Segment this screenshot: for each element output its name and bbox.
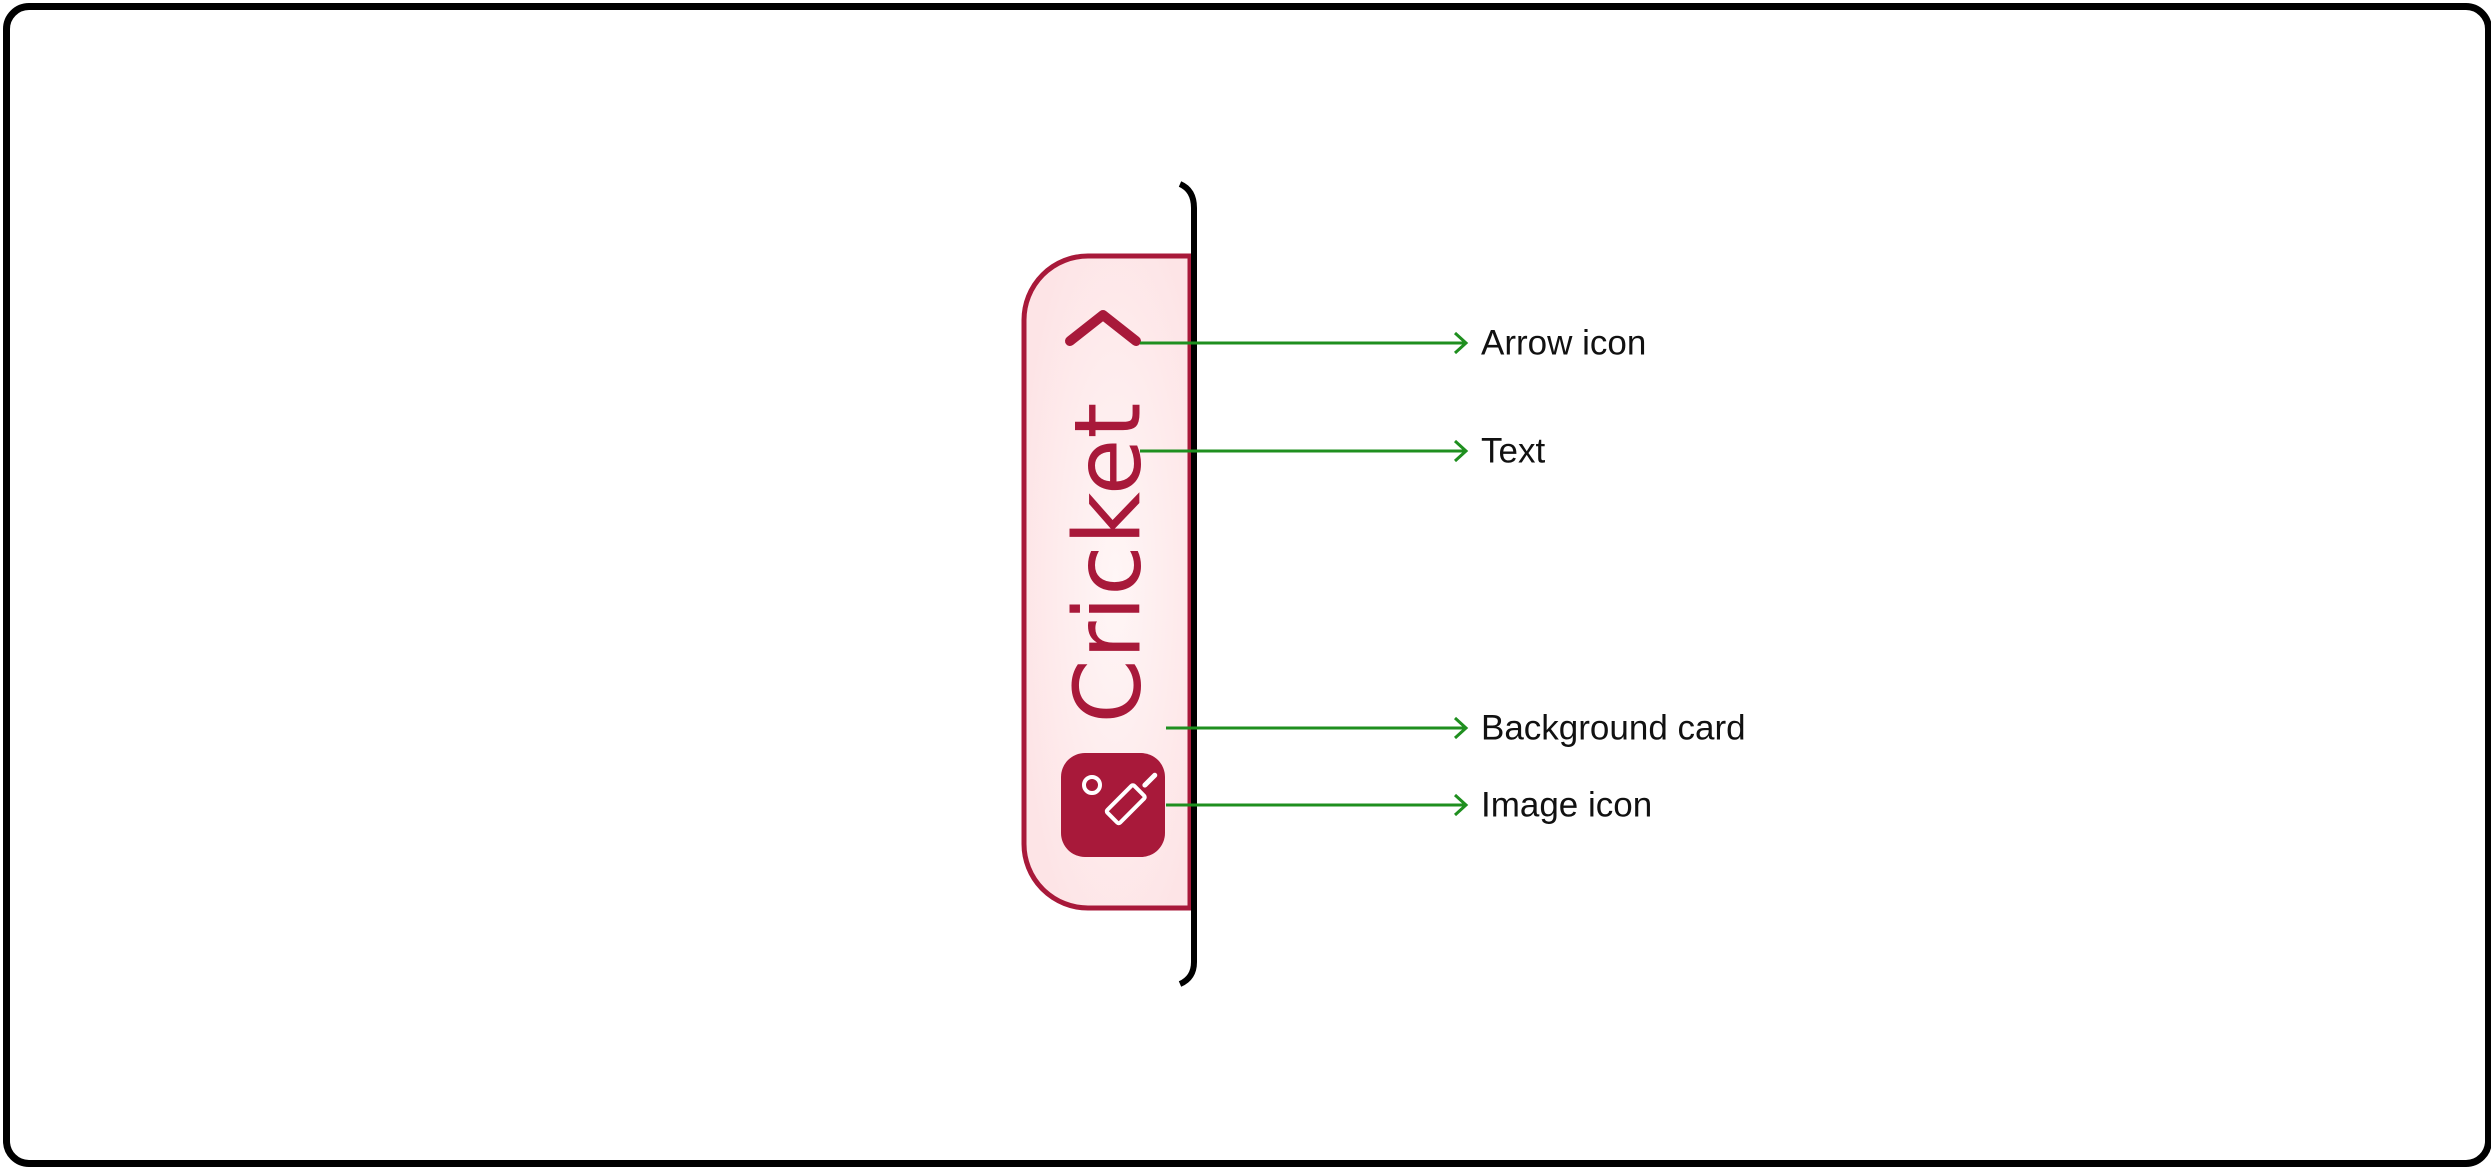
callout-label-text: Text	[1481, 432, 1545, 471]
callout-label-arrow-icon: Arrow icon	[1481, 324, 1646, 363]
callout-label-background-card: Background card	[1481, 709, 1746, 748]
diagram-frame	[3, 3, 2491, 1167]
callout-image-icon: Image icon	[1166, 786, 1652, 825]
chevron-up-icon[interactable]	[1065, 310, 1141, 346]
callout-text: Text	[1140, 432, 1545, 471]
cricket-bat-ball-icon[interactable]	[1061, 753, 1165, 857]
callout-label-image-icon: Image icon	[1481, 786, 1652, 825]
screen-edge	[1178, 181, 1197, 987]
card-label: Cricket	[1055, 403, 1162, 724]
background-card[interactable]	[1021, 253, 1193, 911]
callout-arrow-icon: Arrow icon	[1140, 324, 1646, 363]
callout-background-card: Background card	[1166, 709, 1746, 748]
